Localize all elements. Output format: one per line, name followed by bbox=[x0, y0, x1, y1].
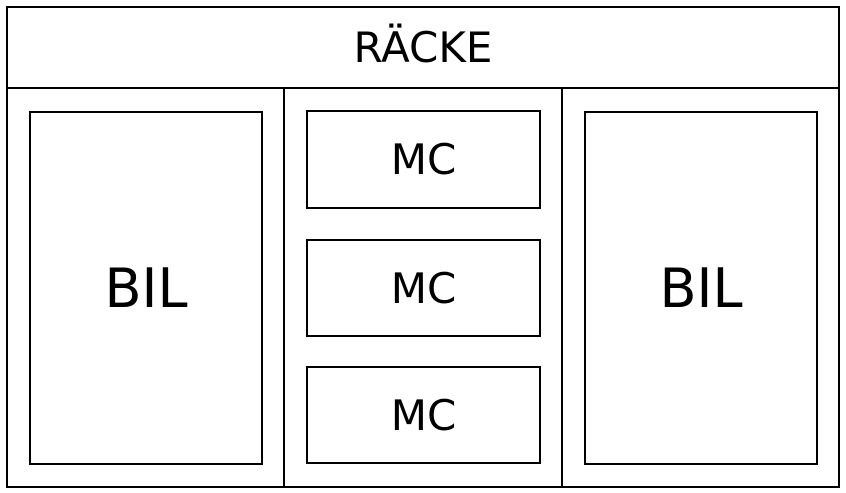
header-label: RÄCKE bbox=[353, 23, 493, 72]
motorcycle-label-1: MC bbox=[390, 135, 457, 184]
column-divider-left bbox=[283, 87, 285, 488]
header-divider bbox=[6, 87, 840, 89]
motorcycle-label-3: MC bbox=[390, 390, 457, 440]
right-car-box: BIL bbox=[584, 111, 818, 465]
motorcycle-box-2: MC bbox=[306, 239, 541, 337]
motorcycle-box-1: MC bbox=[306, 110, 541, 209]
left-car-label: BIL bbox=[104, 256, 188, 320]
header-area: RÄCKE bbox=[6, 8, 840, 87]
left-car-box: BIL bbox=[29, 111, 263, 465]
outer-frame bbox=[6, 6, 840, 488]
right-car-label: BIL bbox=[659, 256, 743, 320]
column-divider-right bbox=[561, 87, 563, 488]
motorcycle-label-2: MC bbox=[390, 263, 457, 313]
motorcycle-box-3: MC bbox=[306, 366, 541, 464]
